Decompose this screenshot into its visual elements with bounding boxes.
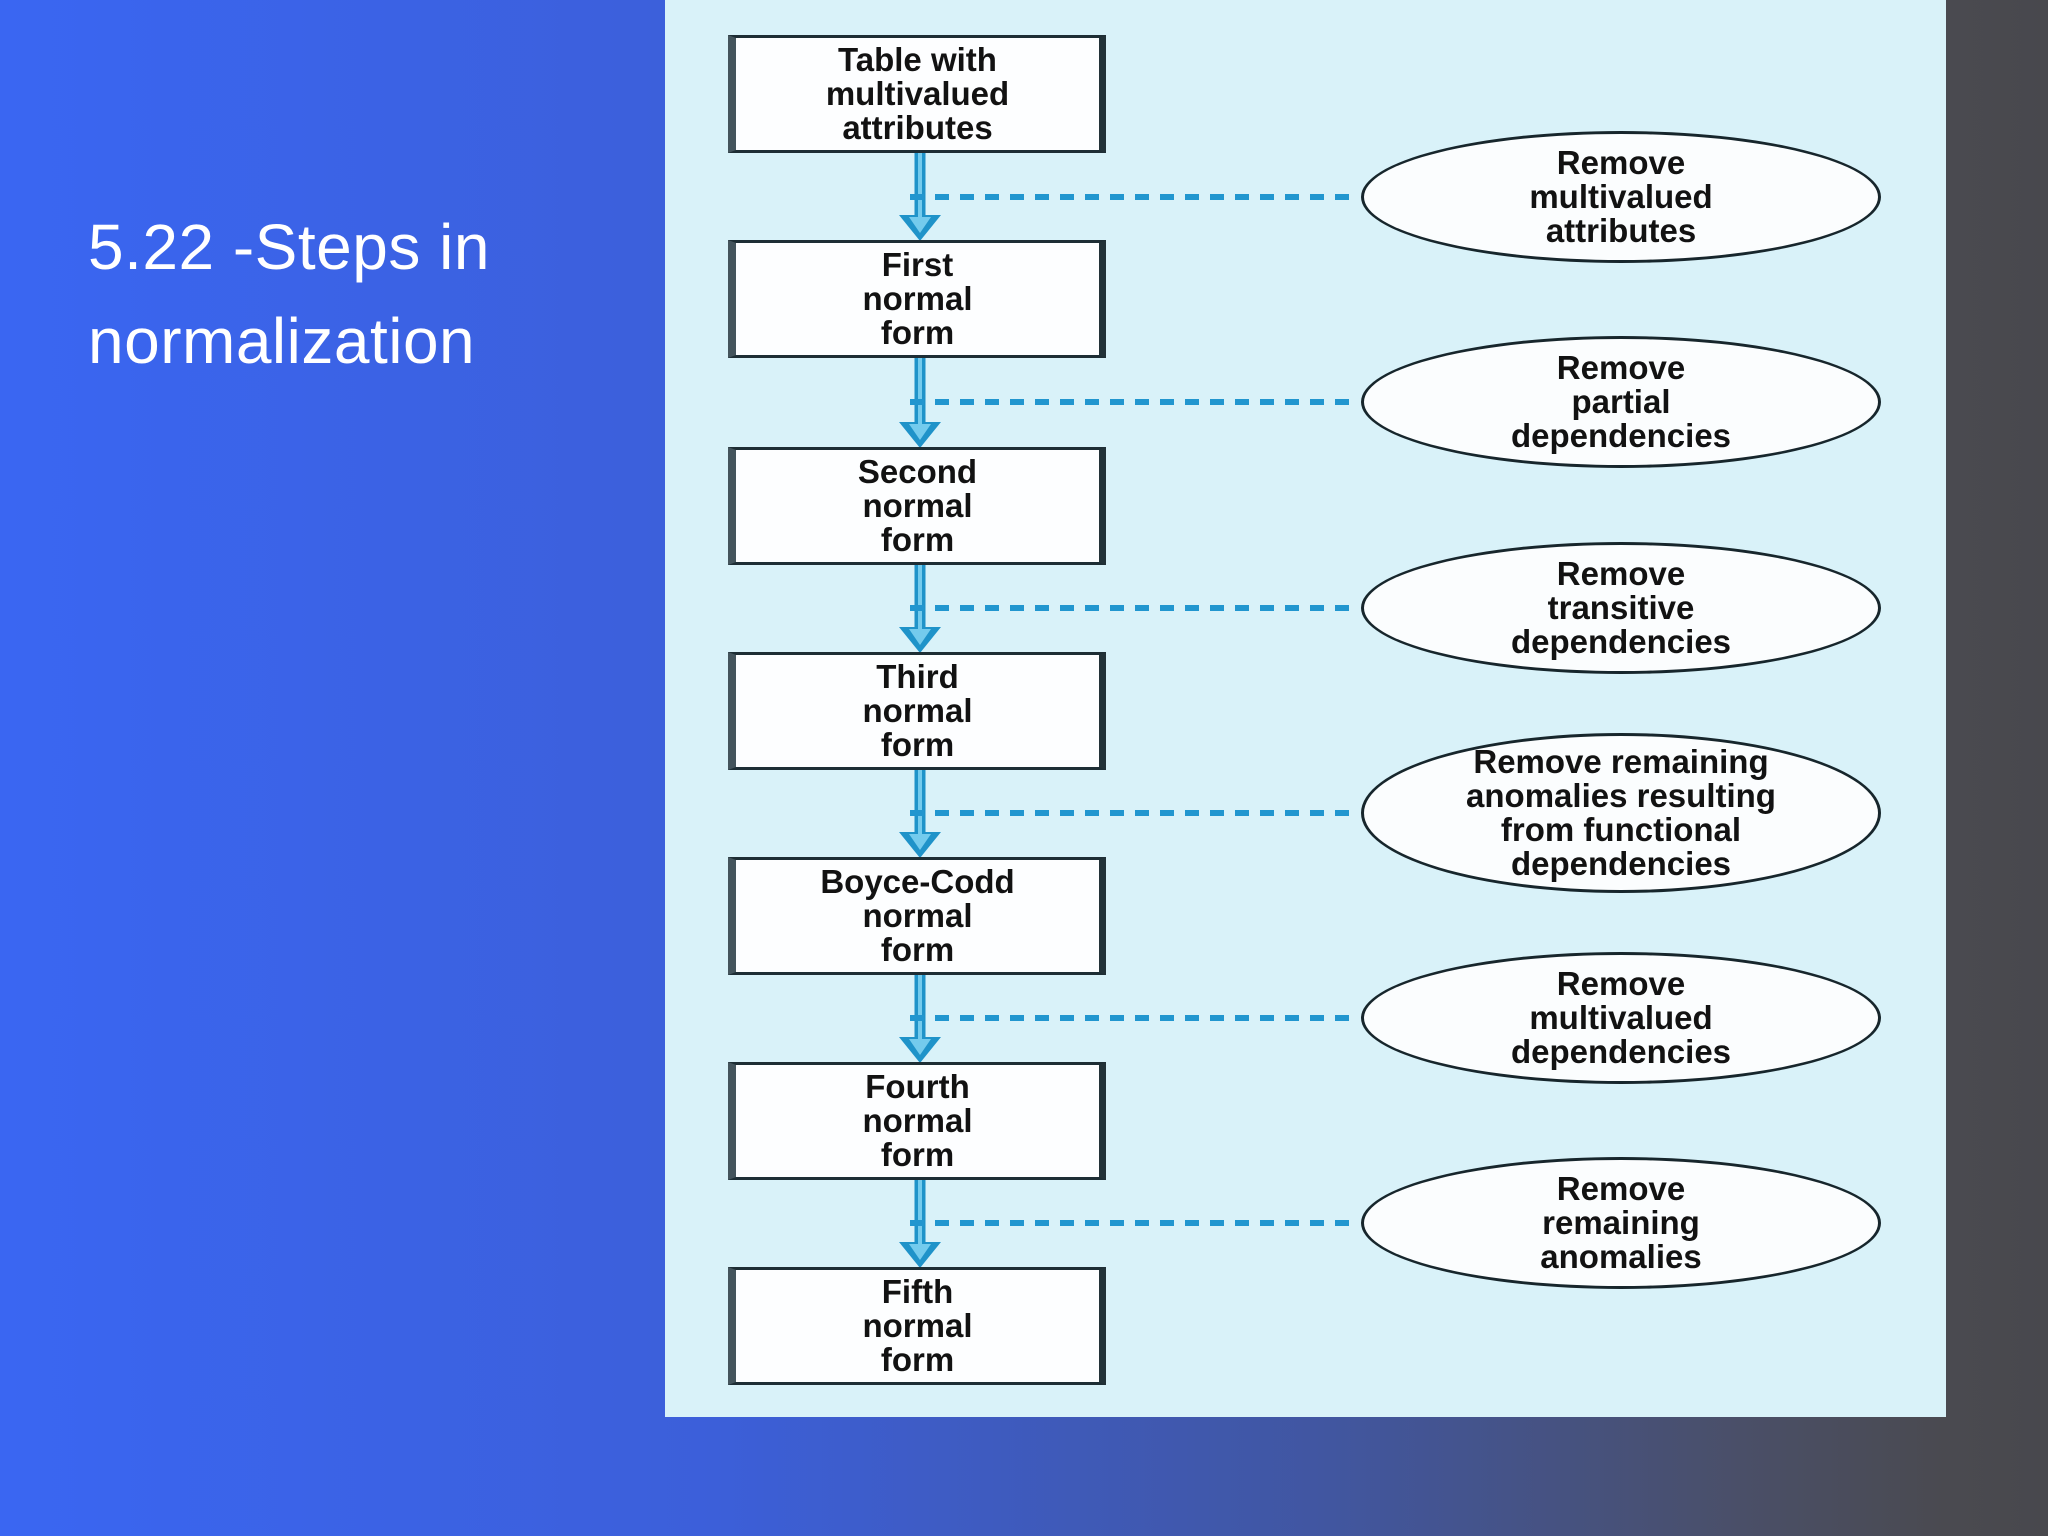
flow-arrow <box>899 153 941 241</box>
node-text-line: First <box>881 246 954 283</box>
node-text-line: Second <box>857 453 978 490</box>
flow-arrow <box>899 565 941 653</box>
flow-connectors <box>899 153 1356 1268</box>
node-text-line: multivalued <box>825 75 1010 112</box>
node-text-line: Remove <box>1556 349 1686 386</box>
node-text-line: attributes <box>842 109 993 146</box>
node-text-line: transitive <box>1547 589 1695 626</box>
node-text-line: dependencies <box>1510 845 1732 882</box>
node-text-line: normal <box>862 280 973 317</box>
node-text-line: Fifth <box>881 1273 954 1310</box>
node-text-line: multivalued <box>1529 178 1713 215</box>
node-text-line: attributes <box>1545 212 1697 249</box>
slide-title: 5.22 -Steps in normalization <box>88 211 490 377</box>
node-text-line: Third <box>876 658 959 695</box>
node-text-line: form <box>880 726 955 763</box>
node-text-line: dependencies <box>1510 417 1732 454</box>
node-text-line: Remove <box>1556 144 1686 181</box>
flow-arrow <box>899 770 941 858</box>
node-text-line: normal <box>862 487 973 524</box>
node-text-line: normal <box>862 1102 973 1139</box>
node-text-line: multivalued <box>1529 999 1713 1036</box>
node-text-line: form <box>880 314 955 351</box>
node-text-line: Fourth <box>865 1068 970 1105</box>
node-text-line: dependencies <box>1510 623 1732 660</box>
node-text-line: dependencies <box>1510 1033 1732 1070</box>
node-text-line: Table with <box>838 41 997 78</box>
node-text-line: Boyce-Codd <box>820 863 1015 900</box>
flow-arrow <box>899 975 941 1063</box>
node-text-line: normal <box>862 1307 973 1344</box>
node-text-line: Remove remaining <box>1473 743 1769 780</box>
node-text-line: form <box>880 521 955 558</box>
node-text-line: form <box>880 1136 955 1173</box>
node-text-line: remaining <box>1542 1204 1700 1241</box>
node-text-line: normal <box>862 897 973 934</box>
node-text-line: Remove <box>1556 555 1686 592</box>
node-text-line: partial <box>1571 383 1671 420</box>
node-text-line: normal <box>862 692 973 729</box>
node-text-line: anomalies resulting <box>1466 777 1776 814</box>
node-text-line: Remove <box>1556 1170 1686 1207</box>
flow-arrow <box>899 1180 941 1268</box>
flow-arrow <box>899 358 941 448</box>
node-text-line: form <box>880 931 955 968</box>
node-text-line: Remove <box>1556 965 1686 1002</box>
node-text-line: from functional <box>1500 811 1742 848</box>
node-text-line: form <box>880 1341 955 1378</box>
node-text-line: anomalies <box>1540 1238 1702 1275</box>
